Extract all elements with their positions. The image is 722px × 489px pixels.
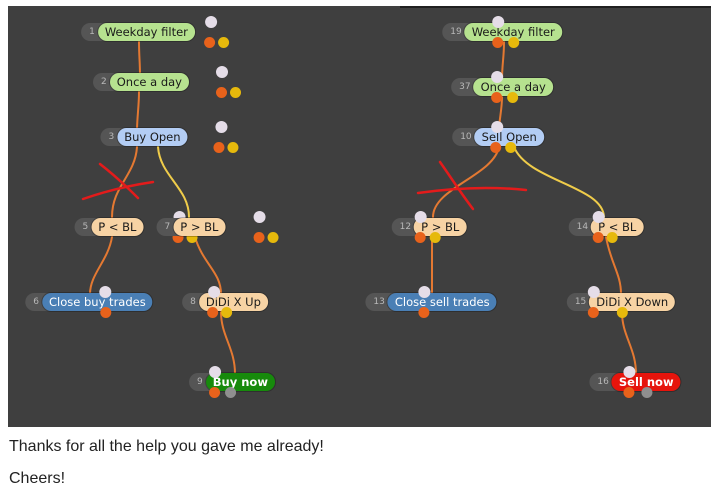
node-label: DiDi X Down	[589, 293, 676, 311]
output-pin[interactable]	[623, 387, 635, 398]
node-label: P < BL	[591, 218, 644, 236]
output-pin-true[interactable]	[414, 232, 426, 243]
output-pin-true[interactable]	[587, 307, 599, 318]
output-pin-true[interactable]	[253, 232, 265, 243]
red-strike-left-diagonal	[98, 162, 140, 200]
node-label: Once a day	[473, 78, 553, 96]
input-pin[interactable]	[205, 16, 218, 28]
output-pin-false[interactable]	[227, 142, 239, 153]
node-label: Once a day	[109, 73, 189, 91]
input-pin[interactable]	[215, 121, 228, 133]
output-pin-true[interactable]	[490, 142, 502, 153]
node-sell-now-16[interactable]: 16 Sell now	[589, 366, 681, 398]
input-pin[interactable]	[492, 16, 505, 28]
output-pin-false[interactable]	[218, 37, 230, 48]
node-label: P > BL	[173, 218, 226, 236]
output-pin-false[interactable]	[267, 232, 279, 243]
input-pin[interactable]	[623, 366, 636, 378]
connection-wires	[81, 41, 637, 375]
node-buy-now-9[interactable]: 9 Buy now	[189, 366, 275, 398]
node-label: Sell Open	[474, 128, 544, 146]
input-pin[interactable]	[208, 286, 221, 298]
node-label: Close sell trades	[387, 293, 497, 311]
output-pin-secondary[interactable]	[641, 387, 653, 398]
wire-8-to-9	[220, 311, 236, 375]
wire-14-to-15	[605, 236, 622, 295]
node-p-lt-bl-14[interactable]: 14 P < BL	[568, 211, 644, 243]
node-label: Close buy trades	[42, 293, 153, 311]
node-label: Buy Open	[117, 128, 188, 146]
output-pin-true[interactable]	[172, 232, 184, 243]
node-label: Weekday filter	[464, 23, 562, 41]
node-label: DiDi X Up	[198, 293, 268, 311]
output-pin-true[interactable]	[491, 92, 503, 103]
wire-3-to-5	[111, 146, 138, 218]
node-sell-open-10[interactable]: 10 Sell Open	[452, 121, 544, 153]
output-pin[interactable]	[418, 307, 430, 318]
output-pin-true[interactable]	[204, 37, 216, 48]
output-pin[interactable]	[209, 387, 221, 398]
input-pin[interactable]	[587, 286, 600, 298]
output-pin-true[interactable]	[492, 37, 504, 48]
output-pin[interactable]	[100, 307, 112, 318]
output-pin-true[interactable]	[592, 232, 604, 243]
input-pin[interactable]	[491, 121, 504, 133]
node-close-buy-trades-6[interactable]: 6 Close buy trades	[25, 286, 153, 318]
red-strike-right-horizontal	[416, 186, 528, 195]
input-pin[interactable]	[414, 211, 427, 223]
wire-2-to-3	[136, 91, 140, 132]
message-line-1: Thanks for all the help you gave me alre…	[9, 438, 324, 455]
node-label: Buy now	[205, 373, 275, 391]
node-p-lt-bl-5[interactable]: 5 P < BL	[74, 211, 198, 243]
node-label: P < BL	[91, 218, 144, 236]
message-line-2: Cheers!	[9, 470, 66, 487]
node-close-sell-trades-13[interactable]: 13 Close sell trades	[365, 286, 497, 318]
node-p-gt-bl-7[interactable]: 7 P > BL	[156, 211, 279, 243]
output-pin-true[interactable]	[207, 307, 219, 318]
wire-7-to-8	[194, 236, 222, 295]
output-pin-false[interactable]	[616, 307, 628, 318]
node-weekday-filter-1[interactable]: 1 Weekday filter	[81, 16, 230, 48]
output-pin-false[interactable]	[505, 142, 517, 153]
node-p-gt-bl-12[interactable]: 12 P > BL	[391, 211, 467, 243]
wire-10-to-14	[513, 146, 605, 218]
wire-5-to-6	[89, 236, 113, 295]
wire-1-to-2	[138, 41, 141, 77]
canvas-top-border	[400, 6, 711, 8]
node-once-a-day-37[interactable]: 37 Once a day	[451, 71, 553, 103]
output-pin-false[interactable]	[507, 92, 519, 103]
output-pin-secondary[interactable]	[225, 387, 237, 398]
wire-3-to-7	[157, 146, 190, 218]
wire-15-to-16	[621, 311, 637, 375]
input-pin[interactable]	[216, 66, 229, 78]
output-pin-false[interactable]	[606, 232, 618, 243]
input-pin[interactable]	[209, 366, 222, 378]
input-pin[interactable]	[418, 286, 431, 298]
input-pin[interactable]	[253, 211, 266, 223]
output-pin-true[interactable]	[216, 87, 228, 98]
node-once-a-day-2[interactable]: 2 Once a day	[93, 66, 242, 98]
wire-10-to-12	[432, 146, 500, 218]
node-didi-x-up-8[interactable]: 8 DiDi X Up	[182, 286, 268, 318]
red-strike-right-diagonal	[438, 160, 475, 211]
output-pin-false[interactable]	[186, 232, 198, 243]
output-pin-true[interactable]	[213, 142, 225, 153]
node-buy-open-3[interactable]: 3 Buy Open	[100, 121, 239, 153]
node-didi-x-down-15[interactable]: 15 DiDi X Down	[566, 286, 676, 318]
red-strike-left-horizontal	[81, 180, 155, 201]
input-pin[interactable]	[99, 286, 112, 298]
node-label: P > BL	[414, 218, 467, 236]
output-pin-false[interactable]	[230, 87, 242, 98]
node-label: Weekday filter	[97, 23, 195, 41]
strategy-canvas[interactable]: 1 Weekday filter 2 Once a day 3 Buy Open…	[8, 6, 711, 427]
output-pin-false[interactable]	[508, 37, 520, 48]
node-weekday-filter-19[interactable]: 19 Weekday filter	[442, 16, 562, 48]
input-pin[interactable]	[491, 71, 504, 83]
input-pin[interactable]	[592, 211, 605, 223]
output-pin-false[interactable]	[221, 307, 233, 318]
output-pin-false[interactable]	[429, 232, 441, 243]
